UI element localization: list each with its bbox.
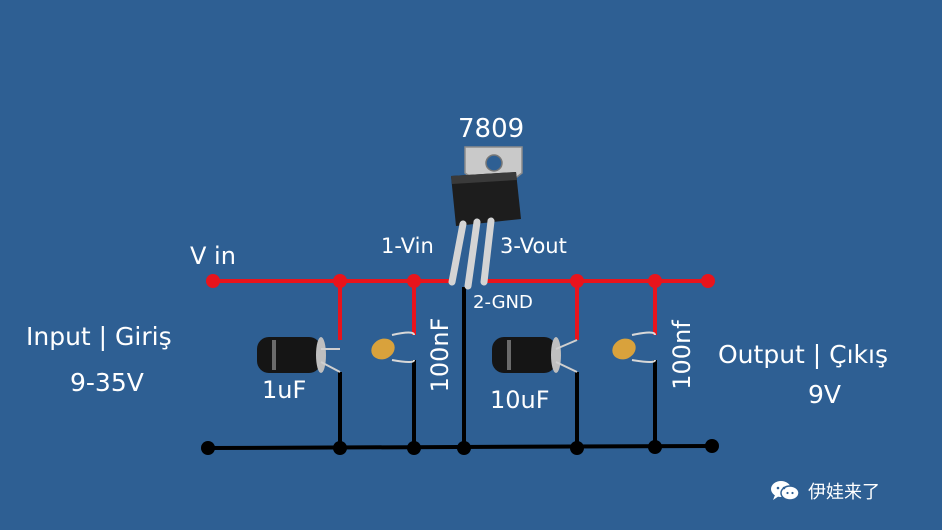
ground-rail	[201, 287, 719, 455]
pin3-label: 3-Vout	[500, 234, 567, 258]
capacitor-100nf-label: 100nF	[426, 317, 454, 393]
vin-rail-label: V in	[190, 242, 236, 270]
input-range: 9-35V	[70, 368, 144, 397]
capacitor-10uf-label: 10uF	[490, 386, 550, 414]
positive-rail	[206, 274, 715, 340]
capacitor-1uf-label: 1uF	[262, 376, 307, 404]
electrolytic-capacitor-10uf-icon	[492, 337, 578, 373]
ceramic-capacitor-100nf-icon	[371, 331, 415, 363]
watermark: 伊娃来了	[770, 478, 880, 504]
capacitor-100nf-output-label: 100nf	[668, 320, 696, 390]
input-title: Input | Giriş	[26, 322, 172, 351]
pin1-label: 1-Vin	[381, 234, 434, 258]
regulator-7809-icon	[448, 146, 523, 290]
watermark-text: 伊娃来了	[808, 482, 880, 503]
pin2-label: 2-GND	[473, 292, 533, 313]
output-title: Output | Çıkış	[718, 340, 889, 369]
output-voltage: 9V	[808, 380, 842, 409]
regulator-part-number: 7809	[458, 114, 525, 144]
ceramic-capacitor-100nf-output-icon	[612, 331, 656, 363]
chat-bubbles-icon	[771, 481, 800, 501]
electrolytic-capacitor-1uf-icon	[257, 337, 341, 373]
